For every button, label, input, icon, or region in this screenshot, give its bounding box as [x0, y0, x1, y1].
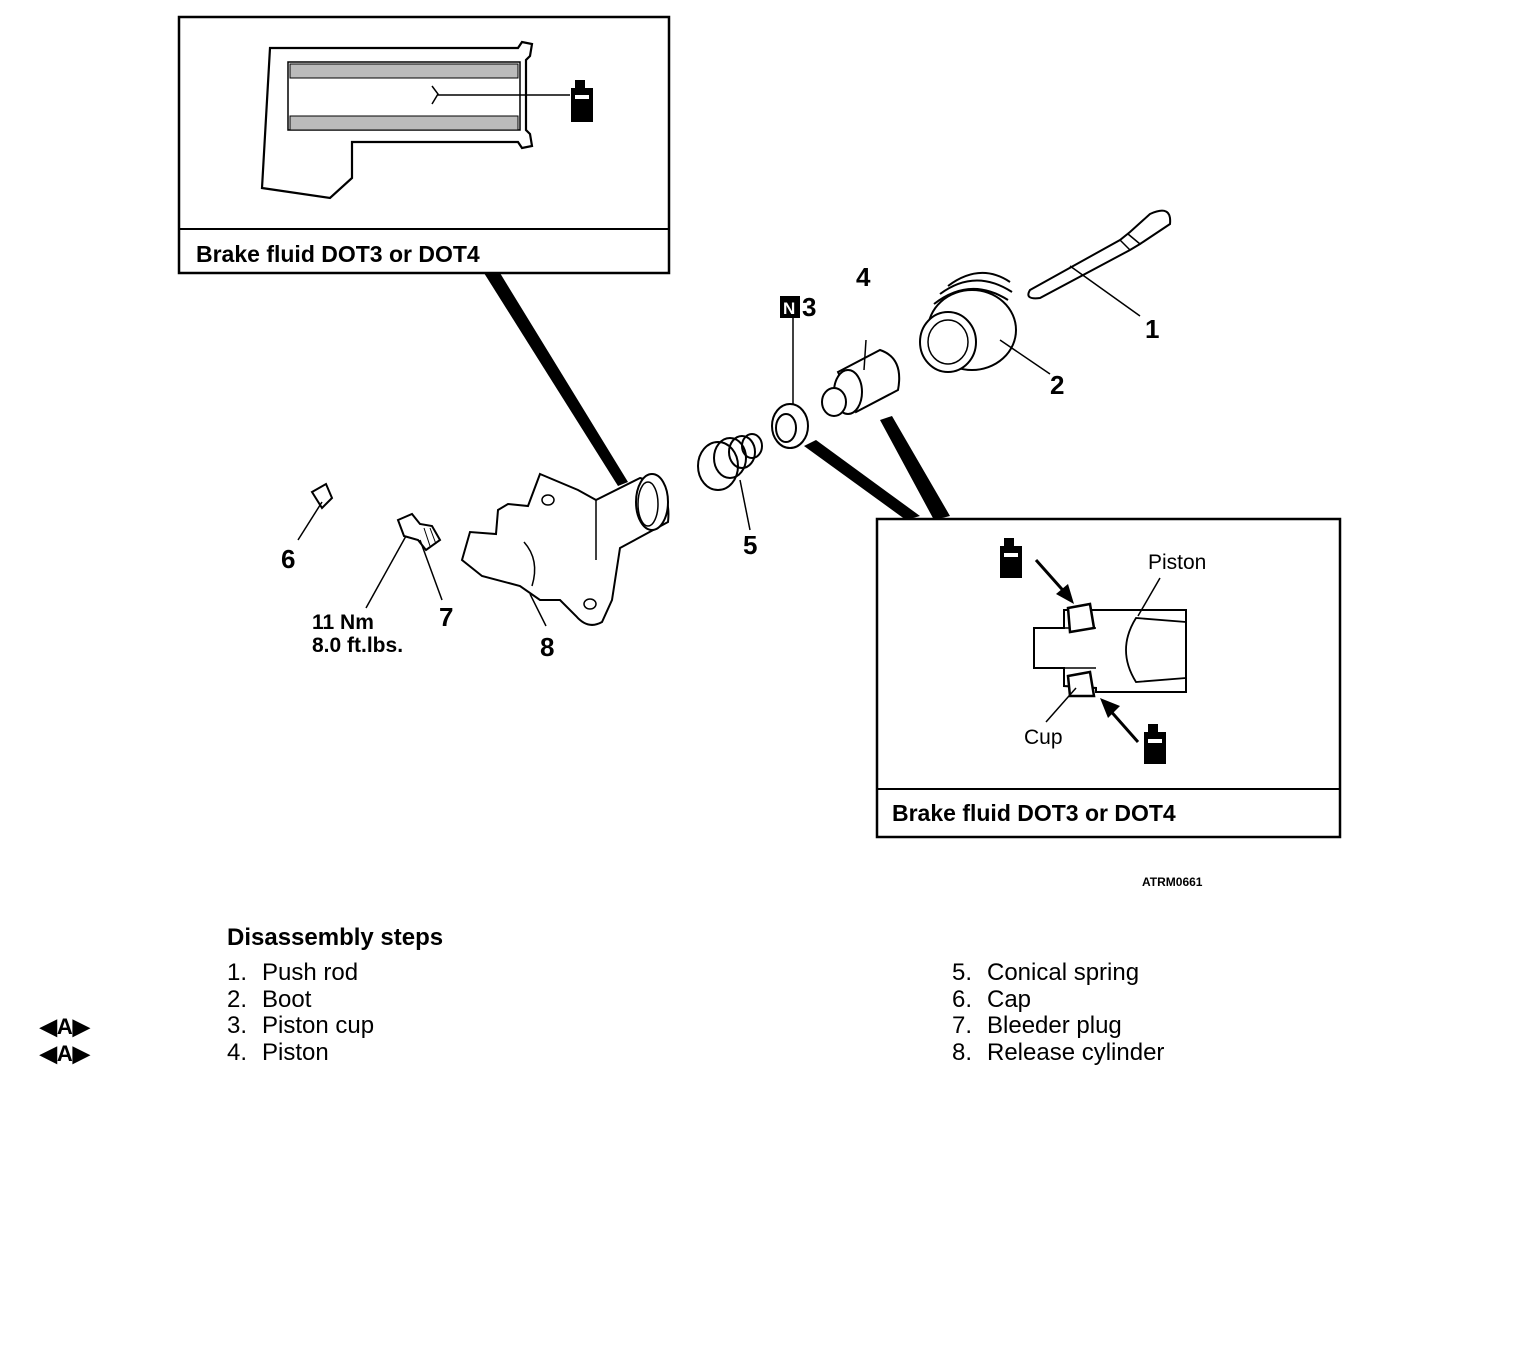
step-item: 2.Boot [227, 985, 312, 1013]
piston-cup-detail-box: Brake fluid DOT3 or DOT4 Piston Cup [875, 517, 1342, 839]
part-number-2: 2 [1050, 370, 1064, 400]
step-item: 4.Piston [227, 1038, 329, 1066]
piston [821, 339, 901, 417]
piston-label: Piston [1148, 551, 1206, 574]
cup-label: Cup [1024, 726, 1063, 749]
brake-fluid-bottle-icon [571, 80, 593, 122]
step-item: 3.Piston cup [227, 1012, 375, 1039]
boot [919, 271, 1051, 375]
part-number-8: 8 [540, 632, 554, 662]
exploded-diagram: Brake fluid DOT3 or DOT4 1 2 [177, 15, 1342, 889]
steps-right-column: 5.Conical spring 6.Cap 7.Bleeder plug 8.… [952, 959, 1165, 1066]
part-number-1: 1 [1145, 314, 1159, 344]
steps-left-column: 1.Push rod 2.Boot 3.Piston cup 4.Piston [227, 959, 375, 1066]
part-number-7: 7 [439, 602, 453, 632]
service-point-marker-a: ◀A▶ [40, 1014, 90, 1039]
part-number-3: N 3 [780, 292, 816, 322]
service-point-marker-a: ◀A▶ [40, 1041, 90, 1066]
brake-fluid-bottle-icon [1000, 538, 1022, 578]
conical-spring [697, 433, 763, 531]
brake-fluid-bottle-icon [1144, 724, 1166, 764]
bleeder-plug [365, 512, 443, 609]
figure-code: ATRM0661 [1142, 875, 1203, 889]
detail-box-caption: Brake fluid DOT3 or DOT4 [892, 800, 1176, 826]
step-item: 8.Release cylinder [952, 1038, 1165, 1066]
step-item: 6.Cap [952, 985, 1032, 1013]
disassembly-steps: Disassembly steps ◀A▶ ◀A▶ 1.Push rod 2.B… [0, 920, 1520, 1090]
piston-cup [771, 318, 809, 449]
step-item: 1.Push rod [227, 959, 359, 986]
svg-text:3: 3 [802, 292, 816, 322]
torque-ftlbs: 8.0 ft.lbs. [312, 634, 403, 657]
part-number-6: 6 [281, 544, 295, 574]
part-number-5: 5 [743, 530, 757, 560]
top-left-box-caption: Brake fluid DOT3 or DOT4 [196, 241, 480, 267]
disassembly-title: Disassembly steps [227, 924, 444, 951]
new-part-badge: N [783, 299, 795, 318]
cap [297, 482, 334, 541]
release-cylinder [460, 472, 670, 627]
top-left-detail-box: Brake fluid DOT3 or DOT4 [177, 15, 671, 275]
torque-nm: 11 Nm [312, 611, 374, 634]
push-rod [1027, 209, 1172, 317]
part-number-4: 4 [856, 262, 871, 292]
step-item: 7.Bleeder plug [952, 1012, 1122, 1039]
step-item: 5.Conical spring [952, 959, 1140, 986]
